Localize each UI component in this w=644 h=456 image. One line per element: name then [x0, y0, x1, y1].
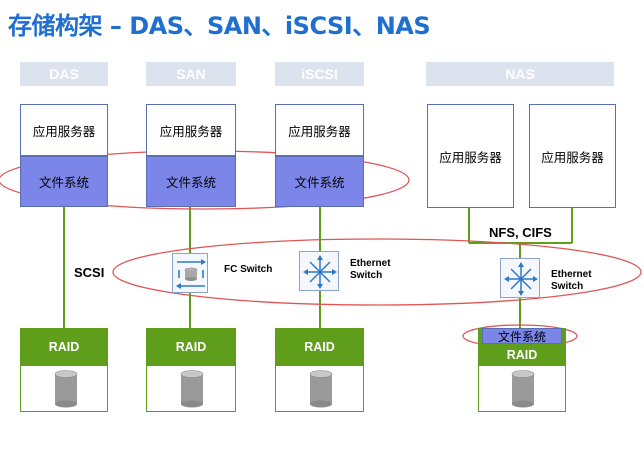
san-app-server-label: 应用服务器: [159, 123, 223, 139]
fc-switch-label: FC Switch: [224, 264, 273, 275]
disk-cylinder-icon: [309, 370, 333, 408]
nas-raid-body: [478, 366, 566, 412]
san-file-system-label: 文件系统: [165, 175, 216, 190]
san-file-system: 文件系统: [146, 156, 236, 207]
column-header-iscsi: iSCSI: [275, 62, 364, 86]
column-header-nas: NAS: [426, 62, 614, 86]
das-file-system-label: 文件系统: [38, 175, 89, 190]
nas-app-server-1: 应用服务器: [427, 104, 514, 208]
iscsi-ethernet-switch-label: Ethernet Switch: [350, 258, 391, 282]
iscsi-raid-header: RAID: [275, 328, 364, 366]
iscsi-file-system-label: 文件系统: [294, 175, 345, 190]
page-title: 存储构架 – DAS、SAN、iSCSI、NAS: [8, 12, 431, 40]
iscsi-ethernet-switch-label-line2: Switch: [350, 270, 383, 281]
nas-app-server-2-label: 应用服务器: [541, 149, 604, 165]
fc-switch-icon: [176, 259, 206, 289]
nas-file-system-label: 文件系统: [497, 329, 546, 344]
column-header-das: DAS: [20, 62, 108, 86]
iscsi-raid-body: [275, 366, 364, 412]
nas-file-system: 文件系统: [482, 328, 562, 344]
nas-raid-header: RAID: [478, 344, 566, 366]
ethernet-switch-icon: [303, 255, 337, 289]
column-header-san: SAN: [146, 62, 236, 86]
iscsi-app-server: 应用服务器: [275, 104, 364, 156]
network-highlight-ellipse: [112, 238, 642, 306]
iscsi-ethernet-switch: [299, 251, 339, 291]
das-raid-body: [20, 366, 108, 412]
disk-cylinder-icon: [54, 370, 78, 408]
fc-switch: [172, 253, 208, 293]
san-raid-header: RAID: [146, 328, 236, 366]
nas-app-server-2: 应用服务器: [529, 104, 616, 208]
nas-ethernet-switch-label-line1: Ethernet: [551, 269, 592, 280]
nas-app-server-1-label: 应用服务器: [439, 149, 502, 165]
san-app-server: 应用服务器: [146, 104, 236, 156]
iscsi-app-server-label: 应用服务器: [288, 123, 351, 139]
nfs-cifs-label: NFS, CIFS: [487, 225, 554, 240]
scsi-label: SCSI: [74, 265, 105, 280]
das-app-server: 应用服务器: [20, 104, 108, 156]
das-app-server-label: 应用服务器: [32, 123, 96, 139]
ethernet-switch-icon: [504, 262, 538, 296]
disk-cylinder-icon: [180, 370, 204, 408]
das-file-system: 文件系统: [20, 156, 108, 207]
iscsi-ethernet-switch-label-line1: Ethernet: [350, 258, 391, 269]
nas-ethernet-switch-label-line2: Switch: [551, 281, 584, 292]
san-raid-body: [146, 366, 236, 412]
iscsi-file-system: 文件系统: [275, 156, 364, 207]
das-raid-header: RAID: [20, 328, 108, 366]
nas-ethernet-switch: [500, 258, 540, 298]
disk-cylinder-icon: [511, 370, 535, 408]
nas-ethernet-switch-label: Ethernet Switch: [551, 269, 592, 293]
